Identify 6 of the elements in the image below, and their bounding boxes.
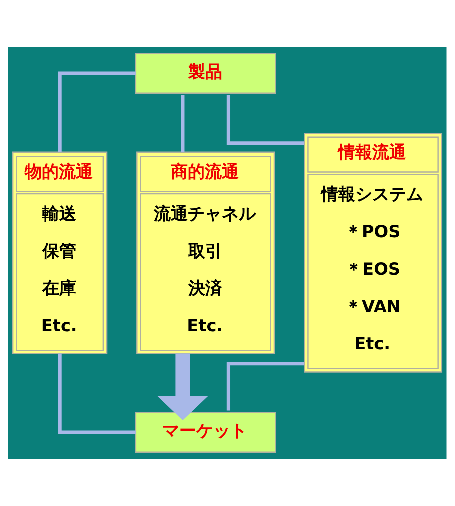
- connector: [181, 96, 185, 152]
- connector: [58, 72, 136, 152]
- connector: [58, 354, 136, 434]
- arrow: [157, 354, 209, 420]
- connector: [226, 362, 304, 411]
- connector: [226, 95, 304, 146]
